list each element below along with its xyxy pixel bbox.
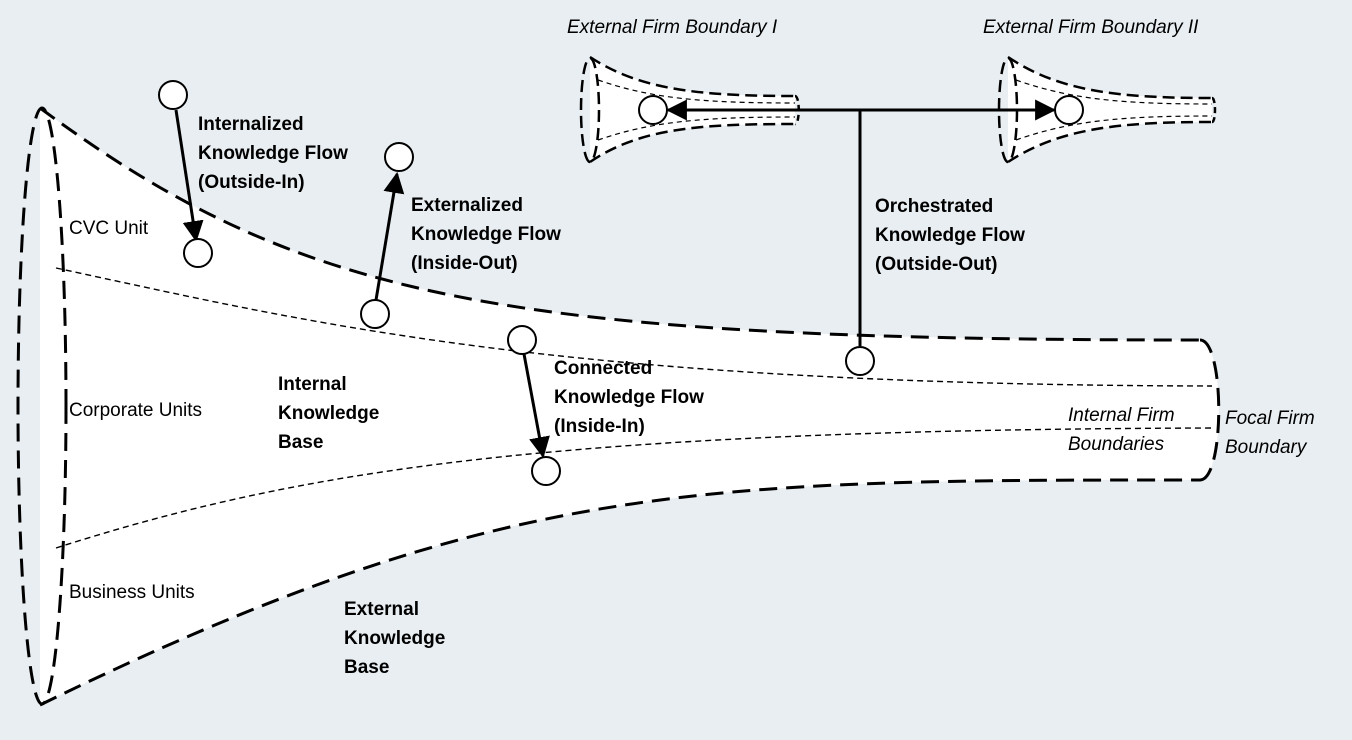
- node-connected-target: [531, 456, 561, 486]
- node-orchestrator: [845, 346, 875, 376]
- connected-flow-arrow: [522, 353, 550, 459]
- node-internalized-source: [158, 80, 188, 110]
- focal-firm-boundary-label: Focal Firm Boundary: [1225, 408, 1315, 458]
- node-externalized-target: [384, 142, 414, 172]
- internal-boundary-lower: [55, 427, 1213, 549]
- orchestrated-flow-label: Orchestrated Knowledge Flow (Outside-Out…: [875, 196, 1025, 275]
- corporate-units-label: Corporate Units: [69, 400, 203, 421]
- focal-firm-funnel: [16, 106, 1221, 707]
- external-knowledge-base-label: External Knowledge Base: [344, 599, 446, 678]
- knowledge-flow-arrows: [174, 99, 1057, 459]
- internal-knowledge-base-label: Internal Knowledge Base: [278, 374, 380, 453]
- funnel-mouth: [16, 106, 68, 706]
- node-external-firm-1: [638, 95, 668, 125]
- knowledge-nodes: [158, 80, 1084, 486]
- funnel-bottom-boundary: [39, 478, 1201, 707]
- internalized-flow-arrow: [174, 109, 204, 243]
- funnel-top-boundary: [39, 106, 1201, 342]
- external-firm-boundary-1-label: External Firm Boundary I: [567, 17, 778, 38]
- business-units-label: Business Units: [69, 582, 195, 603]
- funnel-end-cap: [1199, 338, 1221, 482]
- node-externalized-source: [360, 299, 390, 329]
- internalized-flow-label: Internalized Knowledge Flow (Outside-In): [198, 114, 348, 193]
- node-connected-source: [507, 325, 537, 355]
- node-internalized-target: [183, 238, 213, 268]
- funnel-body: [40, 108, 1219, 705]
- internal-firm-boundaries-label: Internal Firm Boundaries: [1068, 405, 1175, 455]
- externalized-flow-label: Externalized Knowledge Flow (Inside-Out): [411, 195, 561, 274]
- external-firm-boundary-2-label: External Firm Boundary II: [983, 17, 1199, 38]
- node-external-firm-2: [1054, 95, 1084, 125]
- cvc-unit-label: CVC Unit: [69, 218, 149, 239]
- internal-boundary-upper: [55, 267, 1213, 387]
- externalized-flow-arrow: [374, 171, 405, 301]
- connected-flow-label: Connected Knowledge Flow (Inside-In): [554, 358, 704, 437]
